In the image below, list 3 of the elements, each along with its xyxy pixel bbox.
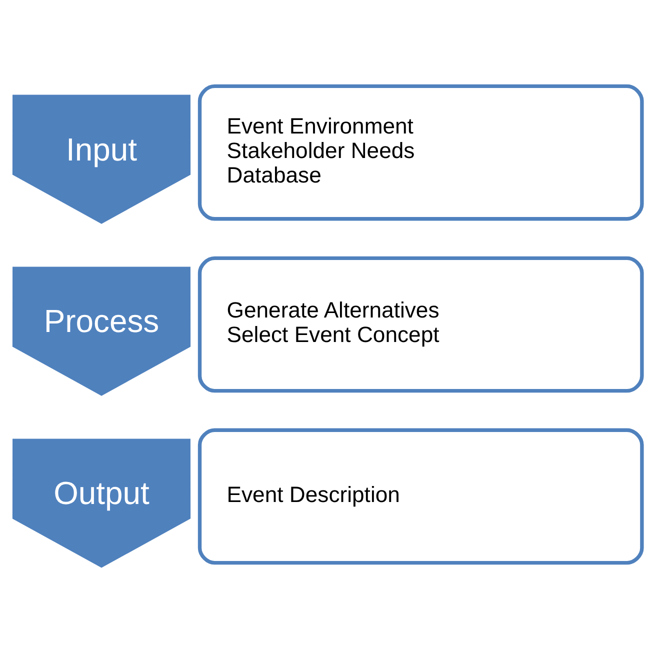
node-box: Event Environment Stakeholder Needs Database [198, 84, 644, 221]
node-box: Event Description [198, 428, 644, 565]
node-box: Generate Alternatives Select Event Concept [198, 256, 644, 393]
